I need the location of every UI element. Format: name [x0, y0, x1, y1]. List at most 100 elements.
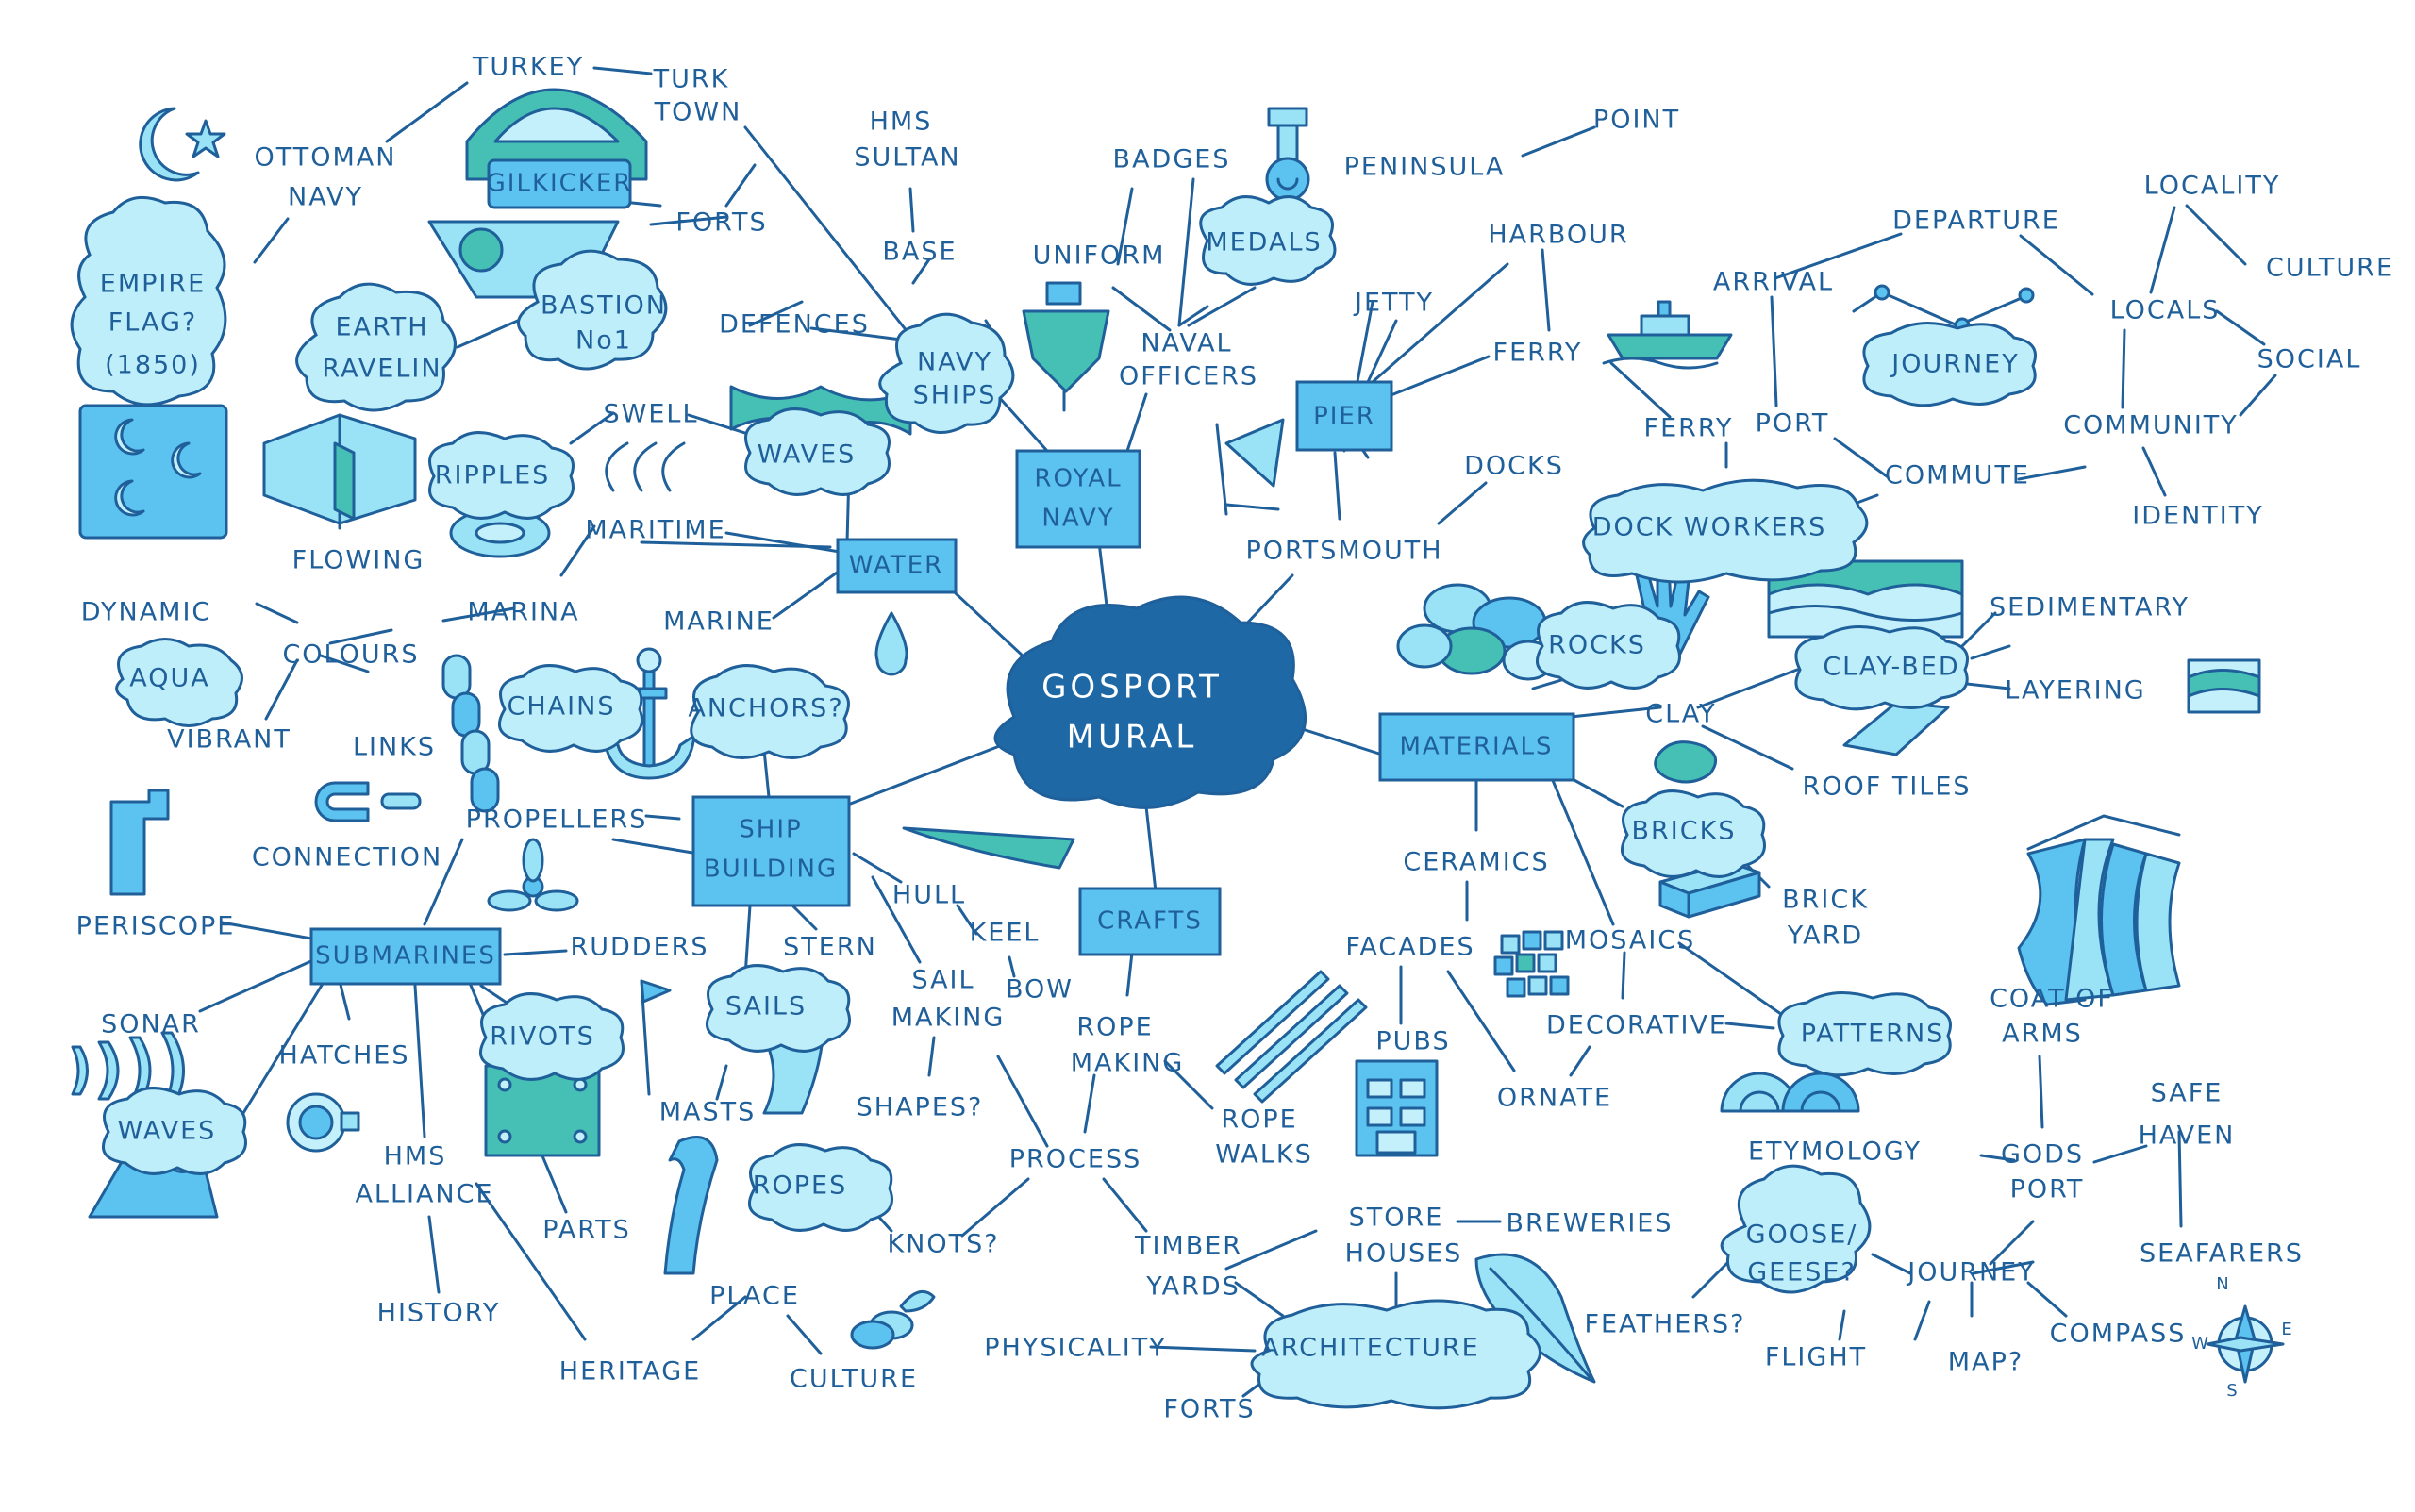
- bastion-no1-node[interactable]: BASTION No1: [516, 249, 668, 371]
- label-place: PLACE: [709, 1282, 800, 1311]
- ferry-boat-icon: [1602, 300, 1733, 370]
- label-community: COMMUNITY: [2063, 411, 2239, 440]
- label-bow: BOW: [1006, 975, 1074, 1005]
- navy-ship-icon: [1022, 281, 1110, 412]
- aqua-node[interactable]: AQUA: [115, 638, 243, 727]
- label-hull: HULL: [892, 881, 966, 910]
- sails-label: SAILS: [725, 992, 807, 1022]
- anchors-node[interactable]: ANCHORS?: [688, 664, 850, 759]
- rocks-node[interactable]: ROCKS: [1536, 601, 1681, 690]
- label-rudders: RUDDERS: [570, 933, 708, 962]
- label-sail-making-1: SAIL: [911, 966, 974, 995]
- label-marina: MARINA: [467, 598, 579, 627]
- label-colours: COLOURS: [282, 640, 419, 670]
- pier-node[interactable]: PIER: [1295, 380, 1393, 452]
- compass-letter-s: S: [2226, 1381, 2239, 1401]
- label-defences: DEFENCES: [719, 310, 870, 340]
- royal-navy-line1: ROYAL: [1034, 465, 1122, 493]
- gosport-mural-center-node[interactable]: GOSPORT MURAL: [993, 595, 1307, 809]
- architecture-label: ARCHITECTURE: [1261, 1334, 1479, 1363]
- label-ferry-2: FERRY: [1644, 414, 1734, 443]
- clay-lump-icon: [1654, 740, 1718, 784]
- patterns-node[interactable]: PATTERNS: [1777, 991, 1952, 1077]
- aqua-label: AQUA: [129, 664, 209, 693]
- cloud-nodes: GOSPORT MURAL EMPIRE FLAG? (1850) EARTH …: [70, 158, 2037, 1410]
- ship-building-node[interactable]: SHIP BUILDING: [691, 795, 851, 907]
- submarine-waves-node[interactable]: WAVES: [102, 1087, 247, 1175]
- gilkicker-label-node[interactable]: GILKICKER: [487, 158, 633, 209]
- knot-icon: [850, 1289, 936, 1350]
- earth-ravelin-icon: [262, 413, 417, 530]
- water-node[interactable]: WATER: [836, 538, 958, 594]
- coiled-rope-icon: [663, 1136, 719, 1275]
- label-sail-making-2: MAKING: [891, 1004, 1006, 1033]
- label-keel: KEEL: [970, 919, 1041, 948]
- earth-ravelin-line2: RAVELIN: [322, 355, 441, 384]
- label-hms-sultan-1: HMS: [870, 108, 933, 137]
- navy-ships-node[interactable]: NAVY SHIPS: [878, 312, 1015, 434]
- label-mosaics: MOSAICS: [1565, 926, 1696, 955]
- compass-letter-n: N: [2216, 1274, 2230, 1294]
- dock-workers-node[interactable]: DOCK WORKERS: [1582, 478, 1869, 584]
- hatch-icon: [286, 1092, 360, 1153]
- label-brick-yard-2: YARD: [1787, 922, 1863, 951]
- rivet-plate-icon: [484, 1064, 601, 1157]
- submarines-node[interactable]: SUBMARINES: [309, 927, 502, 986]
- royal-navy-node[interactable]: ROYAL NAVY: [1015, 449, 1141, 549]
- label-rope-walks-2: WALKS: [1215, 1140, 1313, 1170]
- empire-flag-node[interactable]: EMPIRE FLAG? (1850): [70, 195, 227, 407]
- waves-node[interactable]: WAVES: [744, 407, 891, 496]
- architecture-node[interactable]: ARCHITECTURE: [1250, 1299, 1541, 1410]
- ripples-node[interactable]: RIPPLES: [428, 431, 575, 520]
- box-nodes: WATER ROYAL NAVY PIER MATERIALS CRAFTS S…: [309, 380, 1575, 986]
- compass-icon: [2206, 1304, 2285, 1384]
- label-port: PORT: [1756, 409, 1830, 439]
- label-social: SOCIAL: [2257, 345, 2362, 374]
- sails-node[interactable]: SAILS: [706, 964, 851, 1053]
- crafts-label: CRAFTS: [1097, 907, 1203, 936]
- label-forts-top: FORTS: [675, 208, 767, 238]
- label-roof-tiles: ROOF TILES: [1802, 773, 1971, 802]
- label-brick-yard-1: BRICK: [1782, 886, 1869, 915]
- coat-of-arms-sail-icon: [2017, 814, 2181, 1006]
- rocks-icon: [1396, 583, 1555, 681]
- mast-flag-icon: [640, 979, 672, 1096]
- empire-flag-line3: (1850): [105, 351, 201, 380]
- label-history: HISTORY: [377, 1299, 501, 1328]
- earth-ravelin-node[interactable]: EARTH RAVELIN: [295, 282, 457, 412]
- clay-bed-node[interactable]: CLAY-BED: [1794, 625, 1969, 711]
- chains-node[interactable]: CHAINS: [498, 664, 643, 753]
- navy-ships-line2: SHIPS: [913, 381, 997, 410]
- chains-label: CHAINS: [508, 692, 616, 722]
- materials-node[interactable]: MATERIALS: [1378, 712, 1575, 782]
- label-portsmouth: PORTSMOUTH: [1245, 537, 1442, 566]
- ship-building-line2: BUILDING: [704, 856, 838, 884]
- journey-cloud-node[interactable]: JOURNEY: [1862, 322, 2037, 407]
- label-forts-bottom: FORTS: [1163, 1395, 1255, 1424]
- compass-letter-e: E: [2281, 1320, 2293, 1339]
- rivots-node[interactable]: RIVOTS: [479, 992, 625, 1081]
- label-gods-port-1: GODS: [2001, 1140, 2084, 1170]
- ropes-node[interactable]: ROPES: [748, 1143, 893, 1232]
- swell-lines-icon: [605, 441, 686, 492]
- label-clay: CLAY: [1645, 700, 1716, 729]
- label-propellers: PROPELLERS: [466, 806, 648, 835]
- label-docks: DOCKS: [1464, 452, 1564, 481]
- label-layering: LAYERING: [2005, 676, 2145, 706]
- label-physicality: PHYSICALITY: [984, 1334, 1167, 1363]
- label-arrival: ARRIVAL: [1713, 268, 1834, 297]
- bricks-node[interactable]: BRICKS: [1621, 789, 1766, 878]
- earth-ravelin-line1: EARTH: [335, 313, 428, 342]
- clay-bed-label: CLAY-BED: [1823, 653, 1959, 682]
- label-heritage: HERITAGE: [559, 1357, 701, 1387]
- medals-node[interactable]: MEDALS: [1199, 195, 1337, 286]
- label-swell: SWELL: [604, 400, 699, 429]
- crafts-node[interactable]: CRAFTS: [1078, 887, 1222, 956]
- label-turk-town-1: TURK: [653, 65, 730, 94]
- label-periscope: PERISCOPE: [76, 912, 236, 941]
- label-culture-top: CULTURE: [2266, 254, 2394, 283]
- goose-geese-node[interactable]: GOOSE/ GEESE?: [1720, 1164, 1872, 1294]
- label-locals: LOCALS: [2110, 296, 2221, 325]
- label-jetty: JETTY: [1353, 289, 1434, 318]
